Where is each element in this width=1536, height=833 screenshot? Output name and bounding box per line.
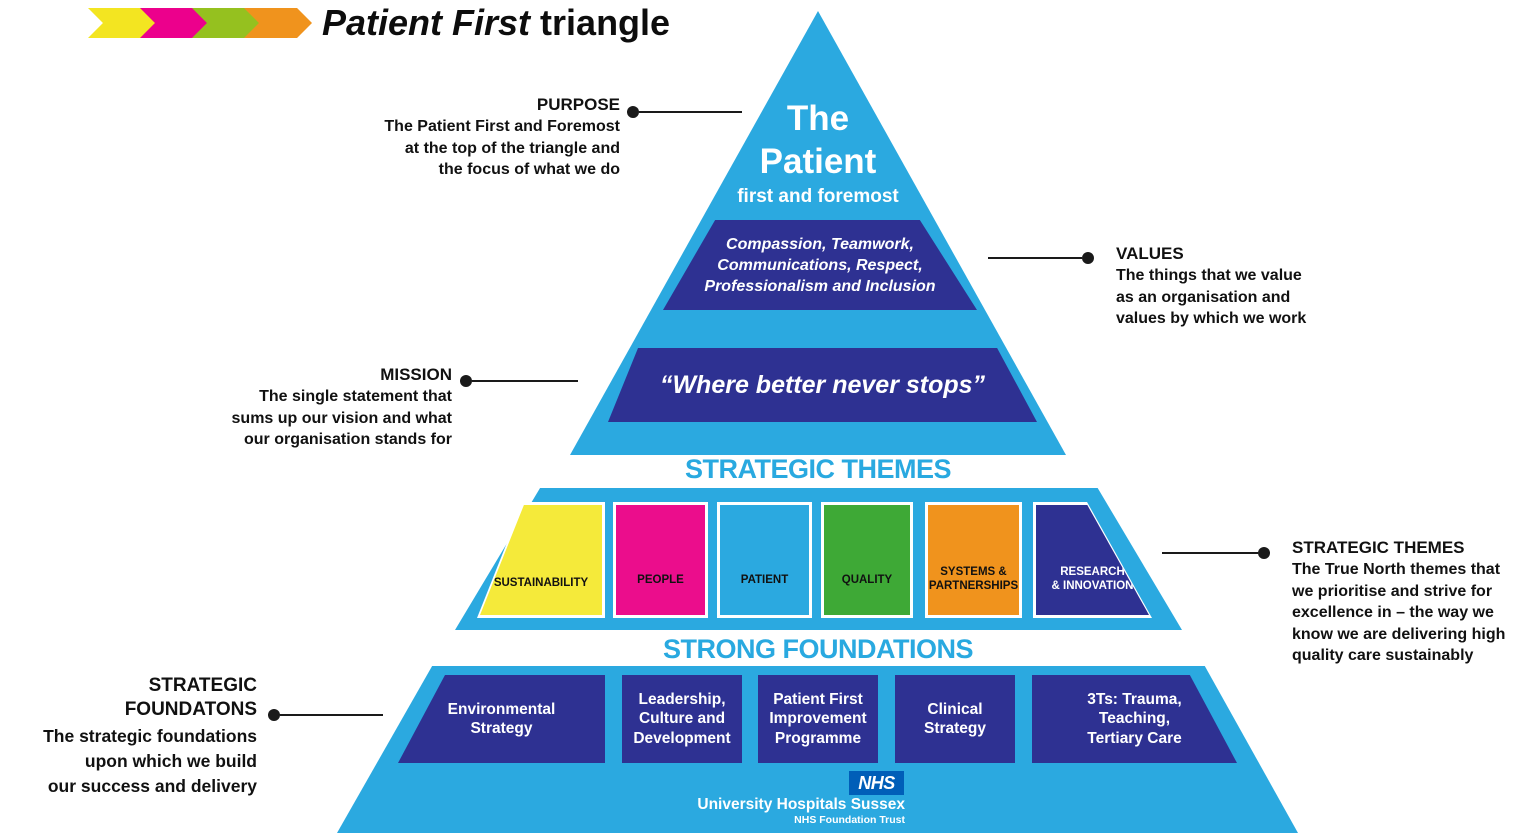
theme-box-patient: PATIENT bbox=[717, 502, 812, 618]
nhs-logo-text: NHS bbox=[858, 772, 895, 793]
callout-dot bbox=[1082, 252, 1094, 264]
annotation-strategic-themes-body: The True North themes that we prioritise… bbox=[1292, 561, 1506, 664]
purpose-tier-line3: first and foremost bbox=[737, 186, 899, 207]
nhs-logo: NHS bbox=[849, 771, 904, 795]
annotation-strategic-foundations: STRATEGIC FOUNDATONS The strategic found… bbox=[0, 674, 257, 799]
annotation-strategic-foundations-body: The strategic foundations upon which we … bbox=[43, 726, 257, 796]
annotation-values-heading: VALUES bbox=[1116, 244, 1184, 263]
page-title: Patient First triangle bbox=[322, 2, 670, 44]
callout-dot bbox=[460, 375, 472, 387]
page-title-suffix: triangle bbox=[530, 2, 671, 43]
foundation-label: 3Ts: Trauma, Teaching, Tertiary Care bbox=[1087, 690, 1182, 747]
theme-label: PATIENT bbox=[740, 573, 789, 586]
values-tier: Compassion, Teamwork, Communications, Re… bbox=[663, 220, 977, 310]
page-title-brand: Patient First bbox=[322, 2, 531, 43]
theme-label: PEOPLE bbox=[637, 573, 684, 586]
organisation-name: University Hospitals Sussex bbox=[697, 796, 905, 813]
foundation-label: Clinical Strategy bbox=[923, 700, 987, 738]
organisation-subtitle: NHS Foundation Trust bbox=[794, 814, 905, 826]
callout-dot bbox=[268, 709, 280, 721]
foundation-label: Leadership, Culture and Development bbox=[633, 690, 731, 747]
annotation-values-body: The things that we value as an organisat… bbox=[1116, 267, 1307, 327]
foundation-box-leadership-culture-development: Leadership, Culture and Development bbox=[622, 675, 742, 763]
purpose-tier: The Patient first and foremost bbox=[570, 98, 1066, 210]
theme-label: QUALITY bbox=[841, 573, 893, 586]
callout-line bbox=[988, 257, 1082, 259]
foundation-box-patient-first-improvement: Patient First Improvement Programme bbox=[758, 675, 878, 763]
foundation-label: Patient First Improvement Programme bbox=[769, 690, 867, 747]
values-tier-text: Compassion, Teamwork, Communications, Re… bbox=[704, 235, 936, 295]
theme-label: RESEARCH & INNOVATION bbox=[1051, 566, 1134, 592]
mission-tier-text: “Where better never stops” bbox=[659, 370, 986, 399]
annotation-purpose-heading: PURPOSE bbox=[536, 95, 620, 114]
theme-box-people: PEOPLE bbox=[613, 502, 708, 618]
annotation-mission: MISSION The single statement that sums u… bbox=[202, 364, 452, 451]
strategic-themes-band-label: STRATEGIC THEMES bbox=[684, 454, 952, 484]
theme-box-quality: QUALITY bbox=[821, 502, 913, 618]
callout-line bbox=[639, 111, 742, 113]
theme-box-systems-partnerships: SYSTEMS & PARTNERSHIPS bbox=[925, 502, 1022, 618]
purpose-tier-line1: The bbox=[786, 99, 850, 138]
annotation-purpose-body: The Patient First and Foremost at the to… bbox=[384, 118, 620, 178]
callout-dot bbox=[627, 106, 639, 118]
callout-dot bbox=[1258, 547, 1270, 559]
annotation-strategic-themes: STRATEGIC THEMES The True North themes t… bbox=[1292, 537, 1536, 667]
annotation-purpose: PURPOSE The Patient First and Foremost a… bbox=[340, 94, 620, 181]
callout-line bbox=[472, 380, 578, 382]
purpose-tier-line2: Patient bbox=[759, 142, 877, 181]
foundation-box-environmental-strategy: Environmental Strategy bbox=[398, 675, 605, 763]
annotation-mission-body: The single statement that sums up our vi… bbox=[231, 388, 452, 448]
mission-tier: “Where better never stops” bbox=[608, 348, 1037, 422]
foundation-label: Environmental Strategy bbox=[447, 700, 556, 738]
callout-line bbox=[1162, 552, 1258, 554]
foundation-box-clinical-strategy: Clinical Strategy bbox=[895, 675, 1015, 763]
theme-label: SYSTEMS & PARTNERSHIPS bbox=[928, 566, 1019, 592]
theme-box-sustainability: SUSTAINABILITY bbox=[477, 502, 605, 618]
annotation-mission-heading: MISSION bbox=[380, 365, 452, 384]
strong-foundations-band-label: STRONG FOUNDATIONS bbox=[663, 634, 974, 664]
callout-line bbox=[280, 714, 383, 716]
annotation-values: VALUES The things that we value as an or… bbox=[1116, 243, 1376, 330]
annotation-strategic-themes-heading: STRATEGIC THEMES bbox=[1292, 538, 1465, 557]
theme-label: SUSTAINABILITY bbox=[493, 576, 589, 589]
annotation-strategic-foundations-heading: STRATEGIC FOUNDATONS bbox=[124, 675, 257, 720]
